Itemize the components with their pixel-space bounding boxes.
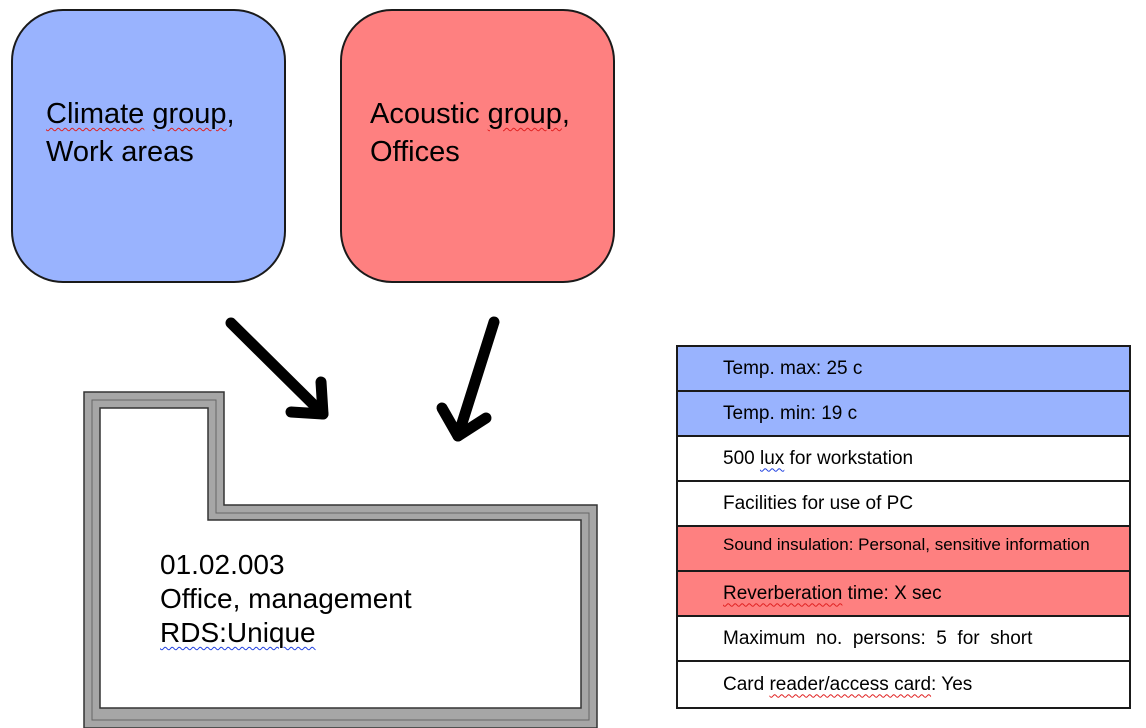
comma: , — [226, 98, 235, 130]
room-properties-table: Temp. max: 25 c Temp. min: 19 c 500 lux … — [676, 345, 1131, 709]
prop-text: Sound insulation: Personal, sensitive in… — [723, 535, 1090, 554]
prop-text: Facilities for use of PC — [723, 492, 914, 514]
acoustic-group-label: Acoustic group, Offices — [370, 95, 570, 171]
prop-text: Temp. max: 25 c — [723, 357, 863, 379]
prop-row: Sound insulation: Personal, sensitive in… — [678, 527, 1129, 572]
prop-text: Maximum no. persons: 5 for short — [723, 627, 1033, 649]
climate-arrow — [225, 317, 329, 420]
climate-group-box: Climate group, Work areas — [11, 9, 286, 283]
prop-text: 500 lux for workstation — [723, 447, 914, 469]
rds-label: RDS:Unique — [160, 617, 316, 648]
climate-group-label: Climate group, Work areas — [46, 95, 235, 171]
prop-text: Temp. min: 19 c — [723, 402, 858, 424]
acoustic-word: Acoustic — [370, 98, 480, 130]
room-number: 01.02.003 — [160, 549, 285, 580]
prop-row: Reverberation time: X sec — [678, 572, 1129, 617]
prop-row: Facilities for use of PC — [678, 482, 1129, 527]
prop-text: Card reader/access card: Yes — [723, 673, 973, 695]
prop-row: Card reader/access card: Yes — [678, 662, 1129, 707]
acoustic-group-box: Acoustic group, Offices — [340, 9, 615, 283]
room-wall — [83, 391, 598, 728]
prop-row: 500 lux for workstation — [678, 437, 1129, 482]
acoustic-group-subtitle: Offices — [370, 136, 460, 168]
prop-row: Maximum no. persons: 5 for short — [678, 617, 1129, 662]
acoustic-arrow — [436, 316, 500, 442]
group-word: group — [152, 98, 227, 130]
room-label: 01.02.003 Office, management RDS:Unique — [160, 548, 412, 650]
prop-row: Temp. min: 19 c — [678, 392, 1129, 437]
group-word: group — [487, 98, 562, 130]
room-name: Office, management — [160, 583, 412, 614]
climate-group-subtitle: Work areas — [46, 136, 194, 168]
prop-row: Temp. max: 25 c — [678, 347, 1129, 392]
comma: , — [561, 98, 570, 130]
room-inner-edge — [91, 399, 590, 721]
climate-word: Climate — [46, 98, 145, 130]
prop-text: Reverberation time: X sec — [723, 582, 942, 604]
